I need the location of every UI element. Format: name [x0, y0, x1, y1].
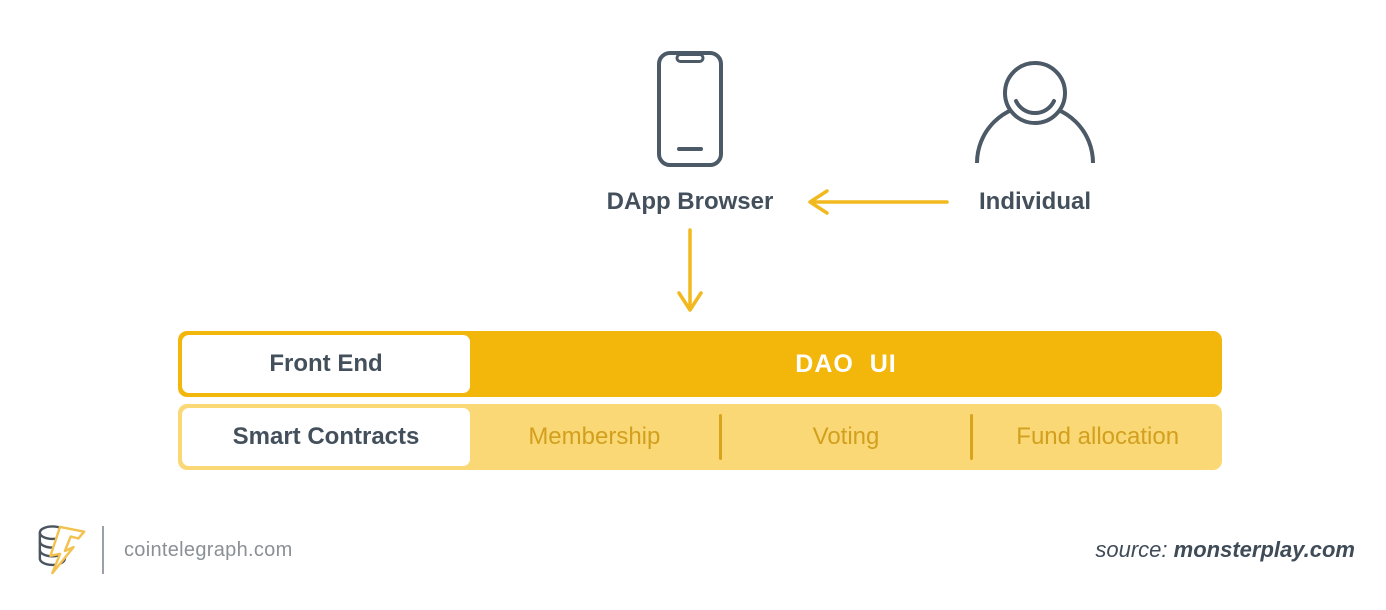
arrow-down-icon: [668, 226, 712, 318]
section-divider: [970, 414, 974, 460]
cointelegraph-logo-icon: [36, 522, 88, 578]
front-end-label: Front End: [269, 350, 383, 377]
person-icon: [971, 53, 1099, 165]
section-fund-allocation: Fund allocation: [1016, 423, 1180, 450]
source-prefix: source:: [1095, 537, 1168, 562]
source-name: monsterplay.com: [1173, 537, 1355, 562]
smart-contract-sections: Membership Voting Fund allocation: [470, 404, 1222, 470]
arrow-left-icon: [795, 185, 960, 219]
smartphone-icon: [656, 50, 724, 168]
source-label: source: monsterplay.com: [1095, 537, 1355, 563]
smart-contracts-row: Smart Contracts Membership Voting Fund a…: [178, 404, 1222, 470]
section-membership: Membership: [528, 423, 661, 450]
dapp-browser-label: DApp Browser: [606, 188, 774, 215]
section-divider: [718, 414, 722, 460]
footer-divider: [102, 526, 104, 574]
dao-ui-label: DAO UI: [795, 349, 897, 378]
smart-contracts-label-box: Smart Contracts: [182, 408, 470, 466]
section-voting: Voting: [812, 423, 880, 450]
site-label: cointelegraph.com: [124, 539, 293, 561]
individual-label: Individual: [978, 188, 1091, 215]
smart-contracts-label: Smart Contracts: [232, 423, 420, 450]
front-end-row: Front End DAO UI: [178, 331, 1222, 397]
front-end-label-box: Front End: [182, 335, 470, 393]
dao-ui-area: DAO UI: [470, 331, 1222, 397]
